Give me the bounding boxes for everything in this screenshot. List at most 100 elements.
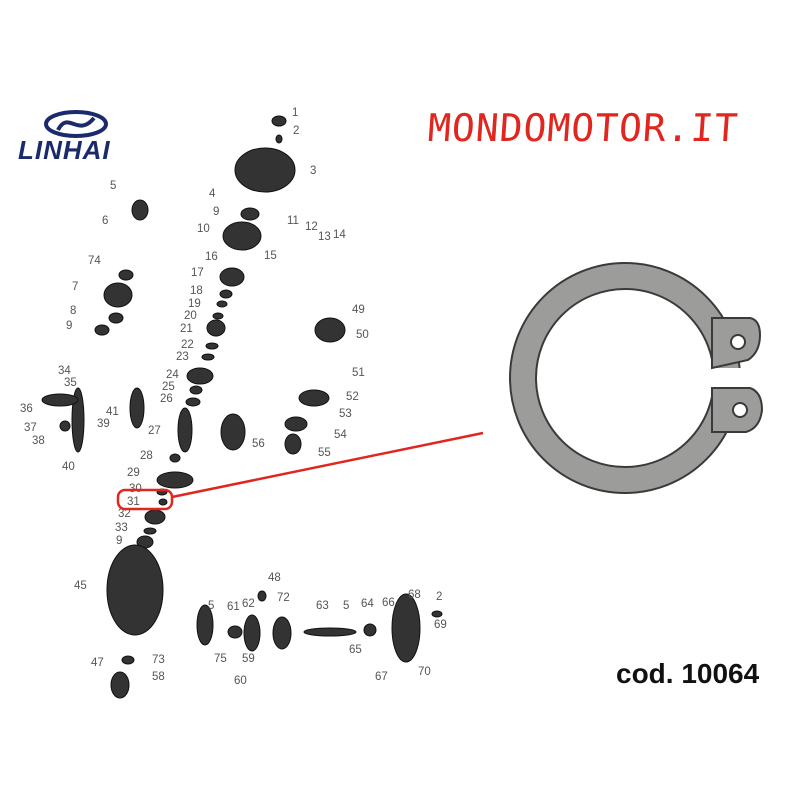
callout-label: 17 bbox=[191, 267, 204, 279]
callout-label: 63 bbox=[316, 600, 329, 612]
callout-label: 14 bbox=[333, 229, 346, 241]
callout-label: 51 bbox=[352, 367, 365, 379]
callout-label: 33 bbox=[115, 522, 128, 534]
callout-label: 61 bbox=[227, 601, 240, 613]
callout-label: 13 bbox=[318, 231, 331, 243]
callout-label: 36 bbox=[20, 403, 33, 415]
diagram-part bbox=[144, 509, 166, 525]
diagram-part bbox=[189, 385, 203, 395]
diagram-part bbox=[257, 590, 267, 602]
diagram-part bbox=[118, 269, 134, 281]
callout-label: 52 bbox=[346, 391, 359, 403]
diagram-part bbox=[363, 623, 377, 637]
callout-label: 12 bbox=[305, 221, 318, 233]
diagram-part bbox=[212, 312, 224, 320]
brand-logo: LINHAI bbox=[18, 135, 111, 165]
diagram-part bbox=[216, 300, 228, 308]
diagram-part bbox=[275, 134, 283, 144]
diagram-part bbox=[103, 282, 133, 308]
diagram-part bbox=[284, 433, 302, 455]
diagram-part bbox=[59, 420, 71, 432]
diagram-part bbox=[110, 671, 130, 699]
callout-label: 62 bbox=[242, 598, 255, 610]
callout-label: 9 bbox=[116, 535, 122, 547]
diagram-part bbox=[219, 289, 233, 299]
callout-label: 59 bbox=[242, 653, 255, 665]
callout-label: 1 bbox=[292, 107, 298, 119]
diagram-part bbox=[272, 616, 292, 650]
diagram-part bbox=[240, 207, 260, 221]
diagram-part bbox=[431, 610, 443, 618]
callout-label: 25 bbox=[162, 381, 175, 393]
callout-label: 53 bbox=[339, 408, 352, 420]
callout-label: 18 bbox=[190, 285, 203, 297]
callout-label: 6 bbox=[102, 215, 108, 227]
callout-label: 75 bbox=[214, 653, 227, 665]
callout-label: 41 bbox=[106, 406, 119, 418]
callout-label: 2 bbox=[293, 125, 299, 137]
callout-label: 8 bbox=[70, 305, 76, 317]
diagram-part bbox=[201, 353, 215, 361]
callout-label: 19 bbox=[188, 298, 201, 310]
callout-label: 65 bbox=[349, 644, 362, 656]
diagram-part bbox=[284, 416, 308, 432]
diagram-part bbox=[41, 393, 79, 407]
callout-label: 31 bbox=[127, 496, 140, 508]
callout-label: 49 bbox=[352, 304, 365, 316]
diagram-parts bbox=[41, 115, 443, 699]
callout-label: 26 bbox=[160, 393, 173, 405]
diagram-part bbox=[156, 471, 194, 489]
callout-label: 34 bbox=[58, 365, 71, 377]
callout-label: 47 bbox=[91, 657, 104, 669]
diagram-part bbox=[196, 604, 214, 646]
callout-label: 73 bbox=[152, 654, 165, 666]
diagram-part bbox=[243, 614, 261, 652]
callout-label: 48 bbox=[268, 572, 281, 584]
callout-label: 15 bbox=[264, 250, 277, 262]
callout-label: 5 bbox=[208, 600, 214, 612]
diagram-part bbox=[219, 267, 245, 287]
callout-label: 67 bbox=[375, 671, 388, 683]
callout-label: 9 bbox=[213, 206, 219, 218]
callout-label: 5 bbox=[110, 180, 116, 192]
diagram-part bbox=[298, 389, 330, 407]
shop-title: MONDOMOTOR.IT bbox=[426, 106, 740, 150]
diagram-part bbox=[220, 413, 246, 451]
callout-label: 56 bbox=[252, 438, 265, 450]
callout-label: 39 bbox=[97, 418, 110, 430]
diagram-part bbox=[271, 115, 287, 127]
callout-label: 2 bbox=[436, 591, 442, 603]
callout-label: 72 bbox=[277, 592, 290, 604]
callout-label: 37 bbox=[24, 422, 37, 434]
callout-label: 9 bbox=[66, 320, 72, 332]
callout-label: 38 bbox=[32, 435, 45, 447]
diagram-part bbox=[303, 627, 357, 637]
diagram-part bbox=[222, 221, 262, 251]
callout-label: 45 bbox=[74, 580, 87, 592]
callout-label: 22 bbox=[181, 339, 194, 351]
diagram-part bbox=[94, 324, 110, 336]
callout-label: 32 bbox=[118, 508, 131, 520]
diagram-part bbox=[227, 625, 243, 639]
callout-label: 28 bbox=[140, 450, 153, 462]
circlip-ring-photo bbox=[509, 262, 764, 494]
callout-label: 27 bbox=[148, 425, 161, 437]
diagram-part bbox=[106, 544, 164, 636]
diagram-part bbox=[314, 317, 346, 343]
callout-label: 23 bbox=[176, 351, 189, 363]
highlight-marker bbox=[116, 431, 484, 511]
diagram-part bbox=[186, 367, 214, 385]
linhai-logo-icon bbox=[44, 110, 108, 138]
callout-label: 11 bbox=[287, 215, 299, 227]
callout-label: 68 bbox=[408, 589, 421, 601]
callout-label: 4 bbox=[209, 188, 216, 200]
product-code: cod. 10064 bbox=[616, 658, 760, 689]
callout-label: 64 bbox=[361, 598, 374, 610]
diagram-part bbox=[234, 147, 296, 193]
callout-label: 16 bbox=[205, 251, 218, 263]
callout-label: 74 bbox=[88, 255, 101, 267]
callout-label: 66 bbox=[382, 597, 395, 609]
diagram-part bbox=[131, 199, 149, 221]
